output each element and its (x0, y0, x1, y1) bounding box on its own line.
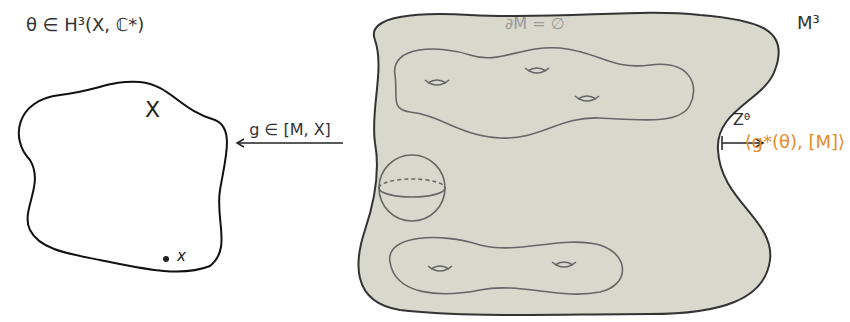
space-outline (19, 82, 227, 272)
cohomology-class: θ ∈ H³(X, ℂ*) (26, 14, 144, 36)
surfaces (379, 48, 694, 294)
space-blob: Xx (5, 75, 235, 275)
manifold-label: M³ (797, 12, 820, 34)
map-arrow (237, 142, 343, 144)
node-shape (5, 75, 235, 275)
manifold-blob: ∂M = ∅M³ (345, 6, 785, 320)
manifold-outline (358, 13, 778, 315)
map-label: g ∈ [M, X] (247, 120, 333, 139)
point-dot (163, 256, 169, 262)
space-label: X (145, 97, 160, 123)
partition-value: ⟨g*(θ), [M]⟩ (744, 131, 845, 153)
point-label: x (177, 247, 186, 265)
functor-label: Zᶿ (733, 110, 751, 129)
node-shape (345, 6, 785, 320)
boundary-note: ∂M = ∅ (505, 14, 565, 33)
